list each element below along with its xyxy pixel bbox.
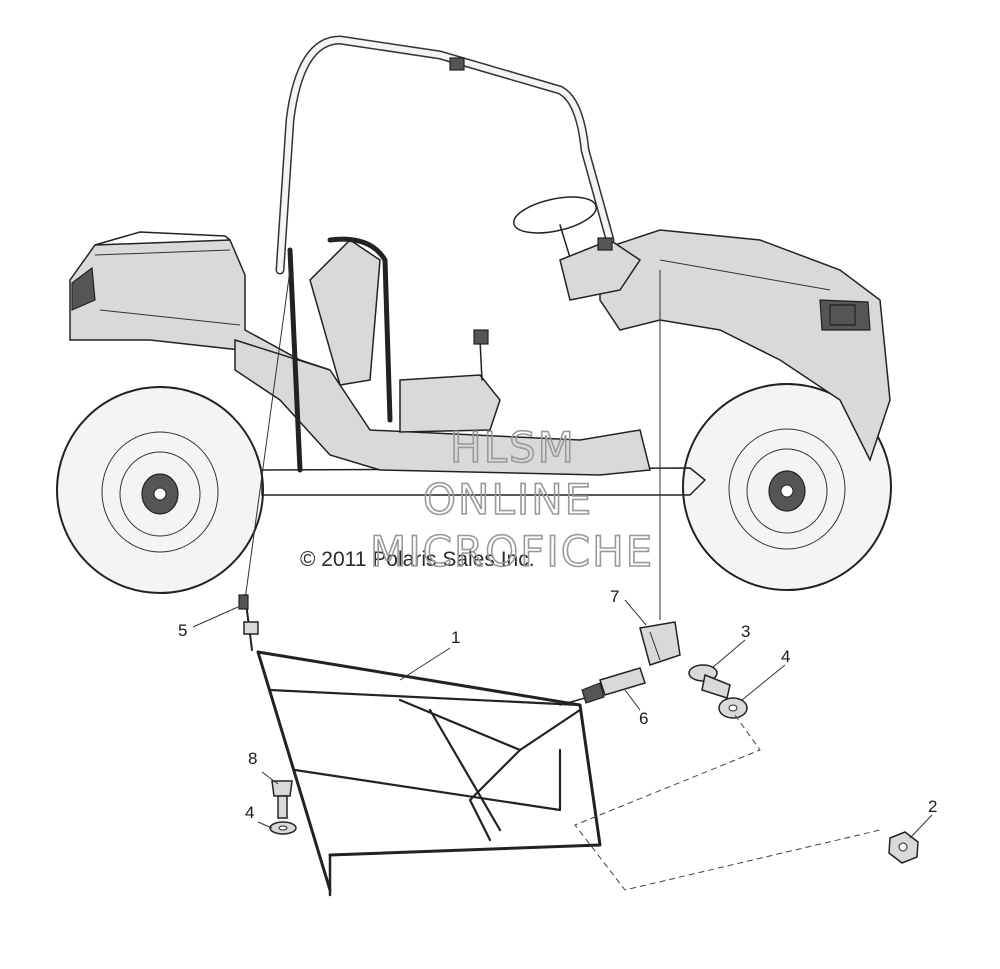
callout-leader-1 bbox=[399, 647, 451, 681]
callout-leader-6 bbox=[624, 689, 641, 711]
assembly-dash-1 bbox=[574, 714, 881, 891]
part-2-nut bbox=[888, 831, 919, 864]
callout-leader-3 bbox=[711, 639, 746, 669]
callout-leader-2 bbox=[909, 814, 933, 839]
callout-leader-4a bbox=[741, 664, 786, 701]
callout-6: 6 bbox=[639, 709, 648, 728]
callout-leader-8 bbox=[261, 771, 279, 785]
vehicle-body bbox=[69, 196, 891, 496]
callout-leader-5 bbox=[192, 606, 239, 628]
callout-4b: 4 bbox=[245, 803, 254, 822]
callout-4a: 4 bbox=[781, 647, 790, 666]
watermark: HLSM ONLINE MICROFICHE bbox=[369, 422, 654, 577]
part-7-clip bbox=[639, 621, 681, 666]
part-5-strap-buckle bbox=[238, 594, 259, 651]
callout-5: 5 bbox=[178, 621, 187, 640]
watermark-line-2: ONLINE bbox=[423, 475, 593, 524]
part-4-washer-left bbox=[269, 821, 297, 835]
watermark-line-1: HLSM bbox=[450, 423, 576, 472]
callout-1: 1 bbox=[451, 628, 460, 647]
leader-line-left bbox=[244, 269, 291, 601]
copyright-text: © 2011 Polaris Sales Inc. bbox=[300, 548, 535, 571]
callout-2: 2 bbox=[928, 797, 937, 816]
part-8-bolt bbox=[271, 780, 293, 819]
part-6-strap-buckle bbox=[559, 667, 646, 706]
part-1-side-net-frame bbox=[256, 650, 602, 897]
callout-7: 7 bbox=[610, 587, 619, 606]
callout-leader-7 bbox=[624, 599, 647, 626]
part-3-push-rivet bbox=[688, 664, 731, 699]
callout-8: 8 bbox=[248, 749, 257, 768]
roll-cage bbox=[275, 35, 615, 473]
watermark-line-3: MICROFICHE bbox=[370, 527, 654, 576]
callout-leader-4b bbox=[257, 821, 273, 829]
rear-wheel bbox=[56, 386, 264, 594]
part-4-washer-right bbox=[718, 697, 748, 719]
front-wheel bbox=[682, 383, 892, 591]
callout-3: 3 bbox=[741, 622, 750, 641]
